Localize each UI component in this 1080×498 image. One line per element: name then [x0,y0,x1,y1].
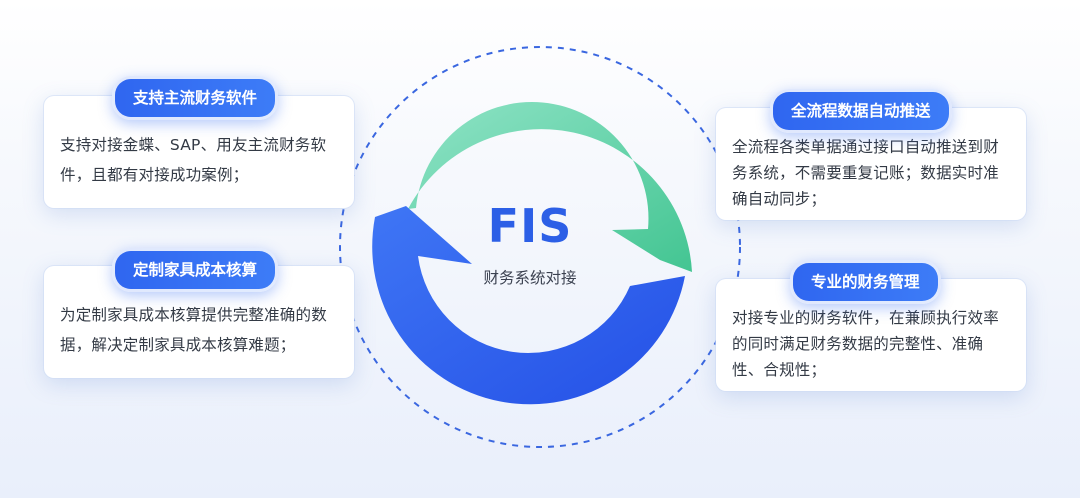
card-heading-pill: 专业的财务管理 [790,260,941,304]
card-body: 支持对接金蝶、SAP、用友主流财务软件，且都有对接成功案例； [60,136,327,184]
card-heading-pill: 全流程数据自动推送 [770,89,952,133]
card-body: 全流程各类单据通过接口自动推送到财务系统，不需要重复记账；数据实时准确自动同步； [732,138,999,208]
card-body: 为定制家具成本核算提供完整准确的数据，解决定制家具成本核算难题； [60,306,327,354]
dashed-orbit-ring [339,46,741,448]
center-subtitle: 财务系统对接 [483,269,577,287]
card-heading-pill: 支持主流财务软件 [112,76,279,120]
center-title: FIS [487,199,573,253]
blue-cycle-arrow [372,206,685,405]
card-body: 对接专业的财务软件，在兼顾执行效率的同时满足财务数据的完整性、准确性、合规性； [732,309,999,379]
green-cycle-arrow [408,102,692,272]
card-heading-pill: 定制家具成本核算 [112,248,279,292]
